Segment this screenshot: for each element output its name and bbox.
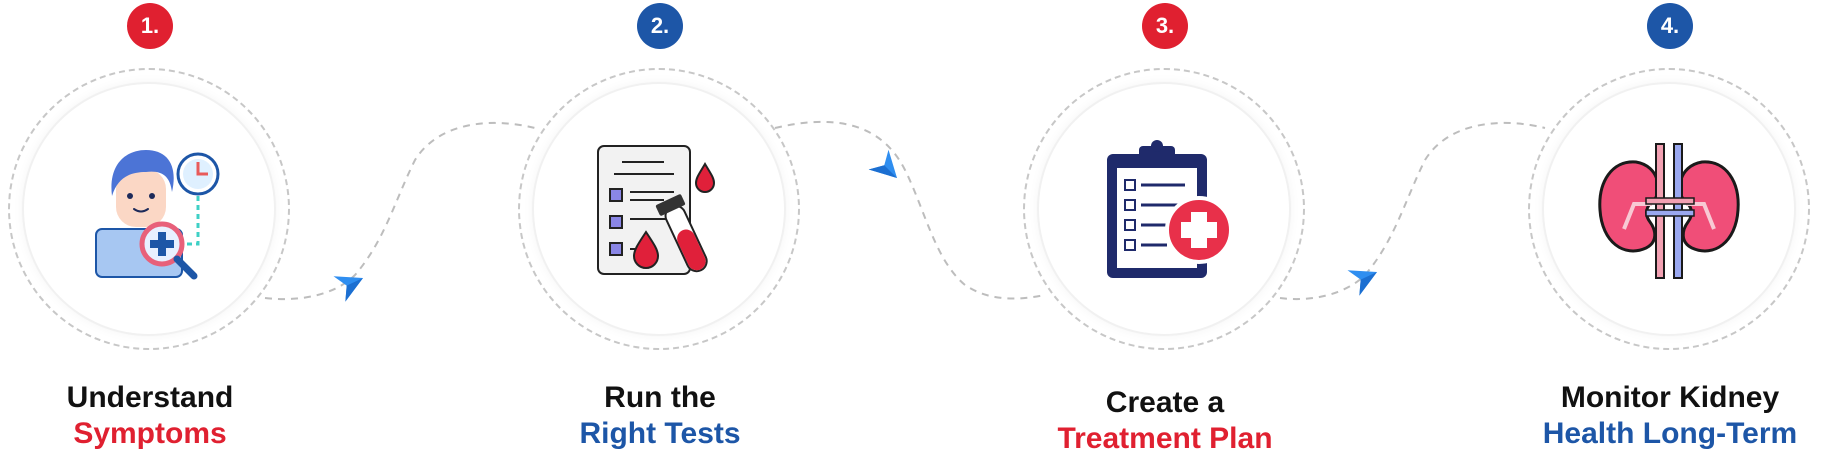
step-title: Monitor Kidney Health Long-Term xyxy=(1480,380,1823,452)
step-number-badge: 1. xyxy=(127,3,173,49)
doctor-magnifier-icon xyxy=(95,150,220,280)
step-ring xyxy=(1023,68,1305,350)
step-number: 1. xyxy=(140,13,160,38)
step-number-badge: 3. xyxy=(1142,3,1188,49)
clipboard-medical-icon xyxy=(1107,140,1233,278)
connector-2-3 xyxy=(774,120,1046,300)
step-disc xyxy=(24,84,274,334)
step-2: 2. xyxy=(510,0,810,459)
blood-test-icon xyxy=(597,145,716,275)
step-1: 1. xyxy=(0,0,300,459)
step-number: 4. xyxy=(1660,13,1680,38)
step-number-badge: 2. xyxy=(637,3,683,49)
step-ring xyxy=(8,68,290,350)
step-title-line2: Treatment Plan xyxy=(1057,422,1273,455)
step-disc xyxy=(1039,84,1289,334)
step-ring xyxy=(1528,68,1810,350)
arrow-3-icon xyxy=(1347,270,1377,296)
step-disc xyxy=(534,84,784,334)
step-3: 3. xyxy=(1015,0,1315,459)
step-title: Run the Right Tests xyxy=(470,380,850,452)
arrow-1-icon xyxy=(333,276,363,302)
step-title-line2: Symptoms xyxy=(73,417,227,450)
step-number-badge: 4. xyxy=(1647,3,1693,49)
arrow-2-icon xyxy=(868,149,897,178)
step-number: 2. xyxy=(650,13,670,38)
step-disc xyxy=(1544,84,1794,334)
connector-1-2 xyxy=(264,121,536,301)
step-title: Create a Treatment Plan xyxy=(975,385,1355,457)
step-title-line1: Understand xyxy=(66,381,234,414)
step-title-line2: Health Long-Term xyxy=(1542,417,1798,450)
step-4: 4. Monitor Kidney Health Long-Term xyxy=(1520,0,1820,459)
step-title-line1: Monitor Kidney xyxy=(1560,381,1780,414)
connector-3-4 xyxy=(1279,121,1546,301)
step-ring xyxy=(518,68,800,350)
step-number: 3. xyxy=(1155,13,1175,38)
step-title: Understand Symptoms xyxy=(0,380,340,452)
step-title-line2: Right Tests xyxy=(579,417,741,450)
step-title-line1: Create a xyxy=(1105,386,1225,419)
kidneys-icon xyxy=(1598,143,1740,279)
step-title-line1: Run the xyxy=(604,381,716,414)
